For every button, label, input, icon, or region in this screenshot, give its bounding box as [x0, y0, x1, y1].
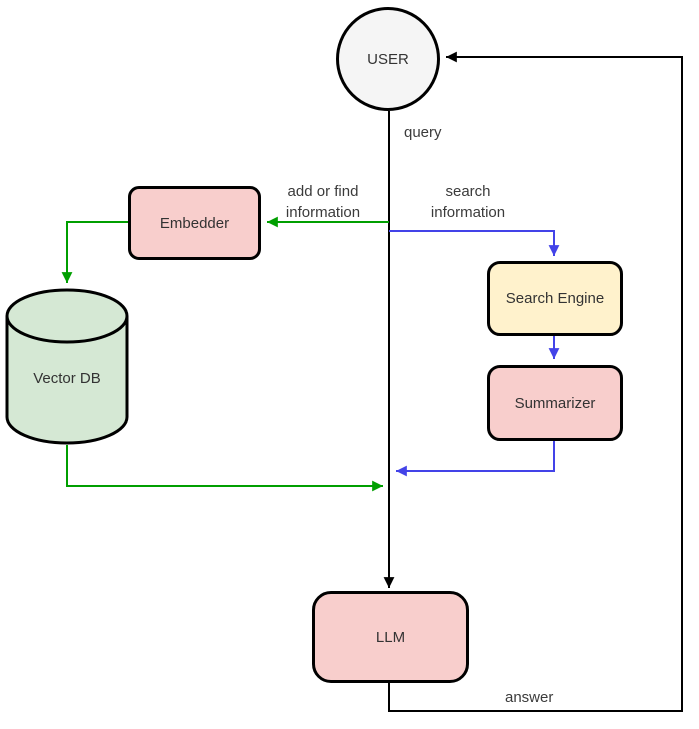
node-embedder[interactable]: Embedder [128, 186, 261, 260]
node-summarizer[interactable]: Summarizer [487, 365, 623, 441]
node-vector-db[interactable]: Vector DB [5, 288, 129, 445]
node-vector-db-label: Vector DB [33, 370, 101, 387]
edge-user-searchengine [389, 230, 560, 256]
node-embedder-label: Embedder [159, 214, 230, 232]
edge-summarizer-llm [396, 441, 555, 477]
edge-label-answer: answer [505, 689, 554, 706]
node-summarizer-label: Summarizer [514, 394, 596, 412]
edge-llm-user [388, 51, 683, 712]
edge-label-search-information: search information [430, 183, 506, 221]
edge-vectordb-llm [66, 445, 383, 492]
cylinder-top-rim [5, 315, 129, 344]
edge-label-add-or-find-information: add or find information [285, 183, 361, 221]
node-search-engine-label: Search Engine [505, 290, 605, 307]
cylinder-body [5, 288, 129, 445]
cylinder-icon [5, 288, 129, 445]
node-llm-label: LLM [375, 628, 406, 646]
edge-embedder-vectordb [61, 221, 128, 283]
node-user[interactable]: USER [336, 7, 440, 111]
node-user-label: USER [367, 50, 409, 68]
edge-label-query: query [404, 124, 442, 141]
node-llm[interactable]: LLM [312, 591, 469, 683]
node-search-engine[interactable]: Search Engine [487, 261, 623, 336]
